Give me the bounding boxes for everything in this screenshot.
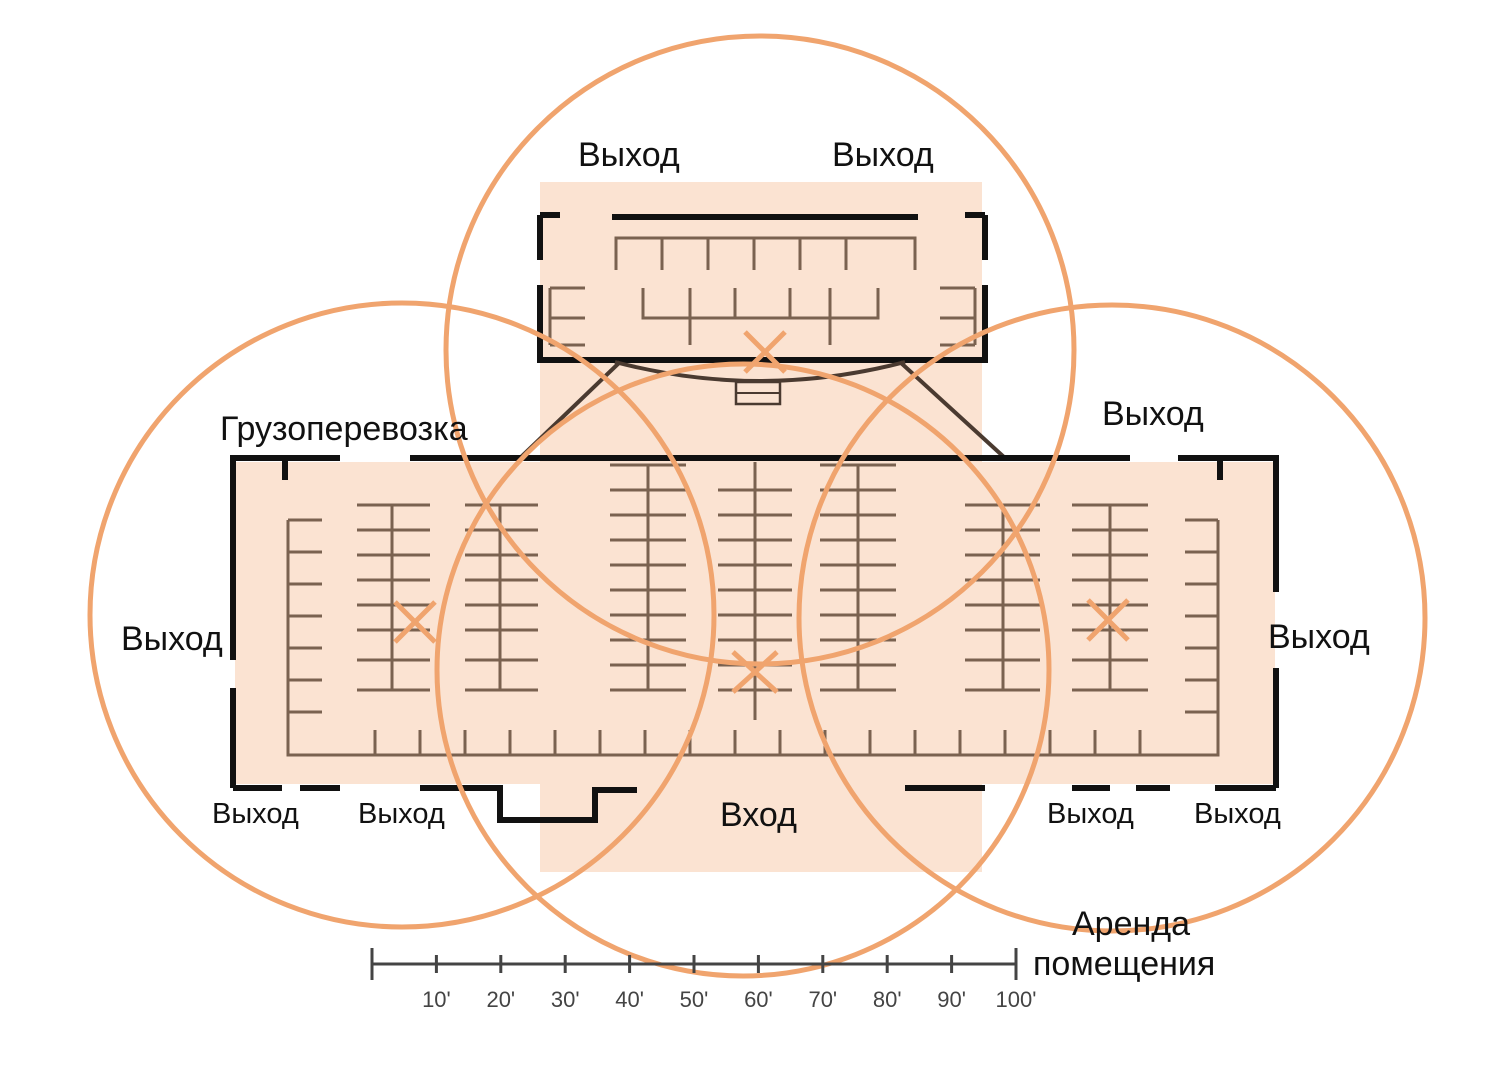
coverage-circle-left: [87, 300, 717, 930]
scale-tick-label: 50': [680, 987, 709, 1012]
label-exit-top-left: Выход: [578, 136, 680, 174]
label-exit-upper-right: Выход: [1102, 395, 1204, 433]
label-exit-bottom-2: Выход: [358, 798, 445, 830]
scale-tick-label: 90': [937, 987, 966, 1012]
label-entrance: Вход: [720, 796, 797, 834]
scale-tick-label: 60': [744, 987, 773, 1012]
scale-tick-label: 80': [873, 987, 902, 1012]
label-exit-left: Выход: [121, 620, 223, 658]
scale-bar: 10' 20' 30' 40' 50' 60' 70' 80' 90' 100': [370, 948, 1037, 1012]
label-shipping: Грузоперевозка: [220, 410, 468, 448]
labels: Выход Выход Грузоперевозка Выход Выход В…: [121, 136, 1370, 983]
scale-tick-label: 20': [486, 987, 515, 1012]
label-exit-bottom-4: Выход: [1194, 798, 1281, 830]
shelving-units: [286, 462, 1220, 757]
main-building-walls: [230, 455, 1279, 823]
scale-tick-label: 70': [808, 987, 837, 1012]
coverage-circle-center: [434, 361, 1052, 979]
scale-tick-label: 100': [996, 987, 1037, 1012]
upper-wing-walls: [518, 212, 1007, 460]
x-marker-icon: [1086, 598, 1130, 642]
label-exit-bottom-1: Выход: [212, 798, 299, 830]
label-exit-bottom-3: Выход: [1047, 798, 1134, 830]
label-rental-line2: помещения: [1033, 945, 1215, 983]
coverage-circles: [87, 33, 1428, 979]
scale-tick-label: 30': [551, 987, 580, 1012]
label-exit-right: Выход: [1268, 618, 1370, 656]
coverage-circle-right: [796, 302, 1428, 934]
access-point-markers: [393, 330, 1130, 694]
coverage-circle-top: [443, 33, 1077, 667]
x-marker-icon: [393, 600, 437, 644]
label-exit-top-right: Выход: [832, 136, 934, 174]
label-rental-line1: Аренда: [1072, 905, 1190, 943]
scale-tick-label: 10': [422, 987, 451, 1012]
x-marker-icon: [731, 650, 779, 694]
scale-tick-label: 40': [615, 987, 644, 1012]
